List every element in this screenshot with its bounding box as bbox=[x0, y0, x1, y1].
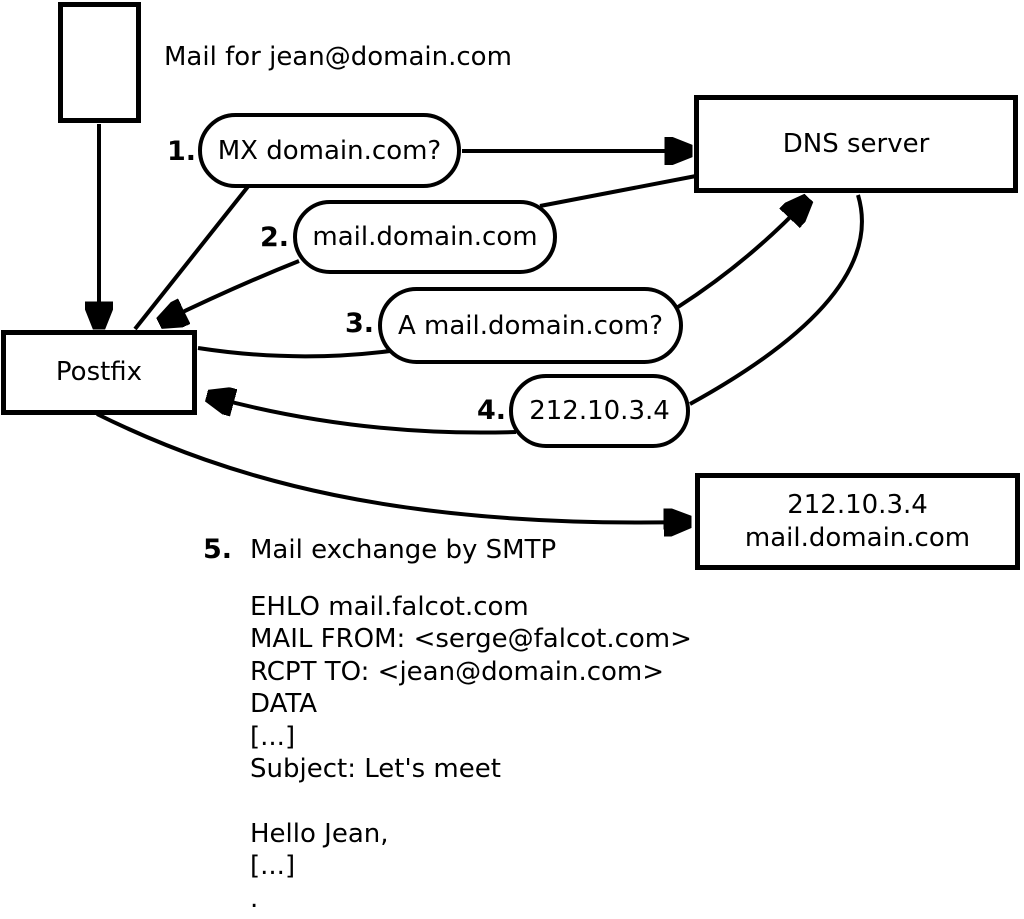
reply-pill-mx-result-label: mail.domain.com bbox=[312, 222, 538, 252]
dns-server-label: DNS server bbox=[782, 128, 930, 159]
query-pill-mx: MX domain.com? bbox=[198, 113, 461, 188]
arrow-query3-to-dns bbox=[676, 202, 805, 309]
step-3-number: 3. bbox=[344, 308, 374, 339]
reply-pill-ip-label: 212.10.3.4 bbox=[529, 396, 670, 426]
query-pill-a-record: A mail.domain.com? bbox=[378, 287, 683, 364]
line-postfix-to-query3 bbox=[197, 346, 391, 359]
line-dns-to-reply4 bbox=[689, 194, 864, 406]
step-1-number: 1. bbox=[166, 136, 196, 167]
query-pill-a-record-label: A mail.domain.com? bbox=[398, 310, 663, 341]
step-5-number: 5. bbox=[202, 534, 232, 565]
line-postfix-to-query1 bbox=[133, 182, 252, 331]
postfix-box: Postfix bbox=[1, 330, 197, 415]
diagram-title: Mail for jean@domain.com bbox=[164, 42, 512, 72]
arrow-reply2-to-postfix bbox=[164, 259, 300, 321]
step-5-label: Mail exchange by SMTP bbox=[250, 535, 557, 565]
postfix-label: Postfix bbox=[55, 357, 143, 387]
reply-pill-ip: 212.10.3.4 bbox=[509, 374, 690, 448]
reply-pill-mx-result: mail.domain.com bbox=[293, 200, 557, 274]
line-dns-to-reply2 bbox=[539, 174, 697, 208]
query-pill-mx-label: MX domain.com? bbox=[217, 135, 442, 166]
mail-server-ip: 212.10.3.4 bbox=[787, 489, 928, 520]
dns-server-box: DNS server bbox=[694, 95, 1018, 193]
step-4-number: 4. bbox=[476, 395, 506, 426]
mail-server-hostname: mail.domain.com bbox=[744, 522, 971, 553]
mail-message-icon bbox=[58, 2, 141, 123]
mail-server-box: 212.10.3.4 mail.domain.com bbox=[695, 473, 1020, 570]
step-2-number: 2. bbox=[259, 222, 289, 253]
smtp-session-transcript: EHLO mail.falcot.com MAIL FROM: <serge@f… bbox=[250, 592, 692, 914]
